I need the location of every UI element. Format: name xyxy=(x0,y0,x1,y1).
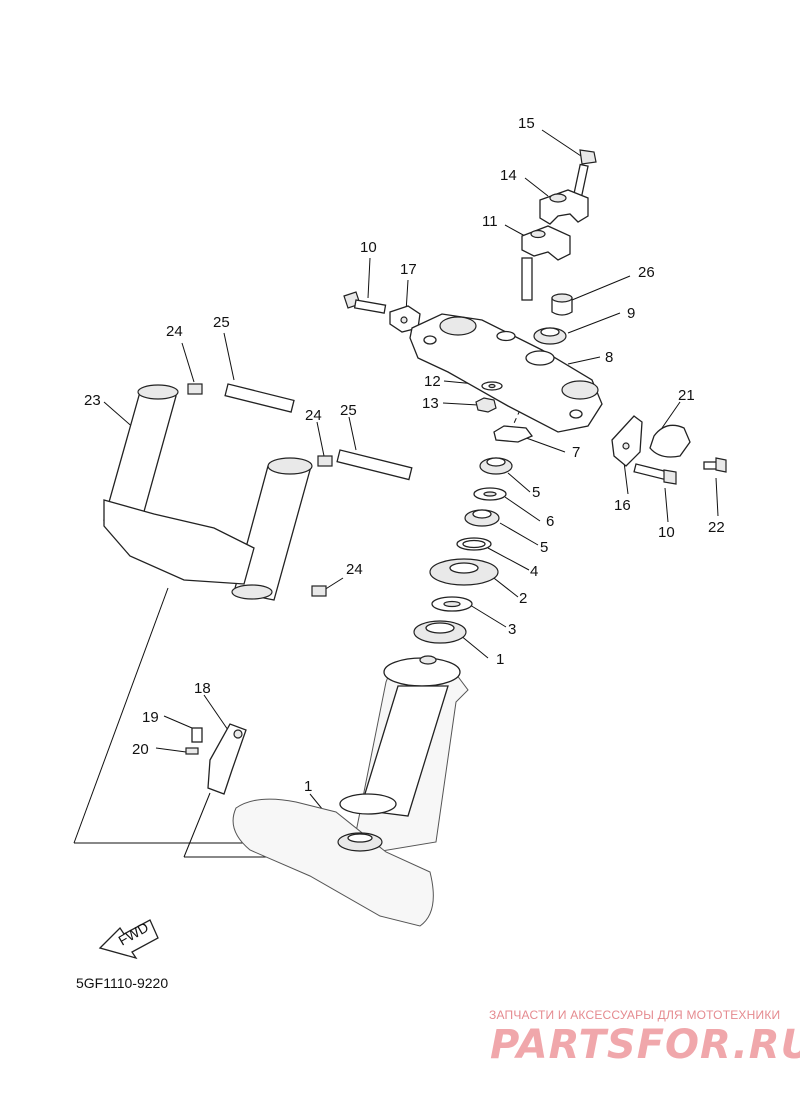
upper-bracket-8 xyxy=(409,313,603,433)
washer-6 xyxy=(473,487,507,501)
callout-17: 17 xyxy=(400,261,417,278)
bolt-10-left xyxy=(343,291,387,314)
callout-8: 8 xyxy=(605,349,613,366)
ring-nut-5-lower xyxy=(464,509,500,527)
callout-3: 3 xyxy=(508,621,516,638)
callout-4: 4 xyxy=(530,563,538,580)
washer-12 xyxy=(481,381,503,391)
callout-6: 6 xyxy=(546,513,554,530)
callout-5-lower: 5 xyxy=(540,539,548,556)
lower-handlebar-holder-11 xyxy=(521,225,571,301)
dust-seal-4 xyxy=(456,537,492,551)
watermark-brand-logo: PARTSFOR.RU xyxy=(490,1022,800,1068)
washer-3 xyxy=(431,596,473,612)
callout-24-top: 24 xyxy=(166,323,183,340)
callout-2: 2 xyxy=(519,590,527,607)
callout-26: 26 xyxy=(638,264,655,281)
callout-23: 23 xyxy=(84,392,101,409)
callout-15: 15 xyxy=(518,115,535,132)
under-bracket xyxy=(232,798,434,927)
stay-18 xyxy=(207,723,247,795)
callout-13: 13 xyxy=(422,395,439,412)
callout-10: 10 xyxy=(360,239,377,256)
handlebar-bolt-15 xyxy=(573,149,597,197)
lock-washer-7 xyxy=(493,425,534,443)
clamp-21 xyxy=(649,424,691,458)
bolt-10-right xyxy=(633,463,677,485)
callout-9: 9 xyxy=(627,305,635,322)
callout-12: 12 xyxy=(424,373,441,390)
callout-7: 7 xyxy=(572,444,580,461)
nut-13 xyxy=(475,397,497,413)
callout-21: 21 xyxy=(678,387,695,404)
part-code: 5GF1110-9220 xyxy=(76,975,168,991)
bearing-1-upper xyxy=(413,620,467,644)
callout-24-low: 24 xyxy=(346,561,363,578)
callout-14: 14 xyxy=(500,167,517,184)
upper-handlebar-holder-14 xyxy=(539,189,589,225)
watermark-subtitle: ЗАПЧАСТИ И АКСЕССУАРЫ ДЛЯ МОТОТЕХНИКИ xyxy=(489,1008,780,1022)
callout-20: 20 xyxy=(132,741,149,758)
callout-25-top: 25 xyxy=(213,314,230,331)
callout-10-right: 10 xyxy=(658,524,675,541)
fwd-arrow-icon: FWD xyxy=(98,919,159,960)
callout-labels: 15 14 11 10 17 26 9 8 12 13 7 21 5 6 16 … xyxy=(84,115,725,795)
callout-16: 16 xyxy=(614,497,631,514)
nut-9 xyxy=(533,327,567,345)
callout-22: 22 xyxy=(708,519,725,536)
nut-20 xyxy=(185,747,199,755)
bearing-1-lower xyxy=(337,832,383,852)
callout-24-mid: 24 xyxy=(305,407,322,424)
watermark: ЗАПЧАСТИ И АКСЕССУАРЫ ДЛЯ МОТОТЕХНИКИ PA… xyxy=(489,1008,800,1068)
callout-19: 19 xyxy=(142,709,159,726)
bracket-16 xyxy=(611,415,643,467)
callout-1-upper: 1 xyxy=(496,651,504,668)
reflector-strips-25 xyxy=(224,383,413,481)
cap-26 xyxy=(551,293,573,316)
callout-5-upper: 5 xyxy=(532,484,540,501)
callout-18: 18 xyxy=(194,680,211,697)
bolt-22 xyxy=(703,457,727,473)
bearing-cover-2 xyxy=(429,558,499,586)
leader-lines xyxy=(73,129,719,858)
bolt-19 xyxy=(191,727,203,743)
steering-stem xyxy=(339,655,469,853)
callout-25-mid: 25 xyxy=(340,402,357,419)
fork-tube-cover-23 xyxy=(103,384,313,601)
callout-1-lower: 1 xyxy=(304,778,312,795)
callout-11: 11 xyxy=(482,213,498,230)
pads-24 xyxy=(187,383,333,597)
ring-nut-5-upper xyxy=(479,457,513,475)
